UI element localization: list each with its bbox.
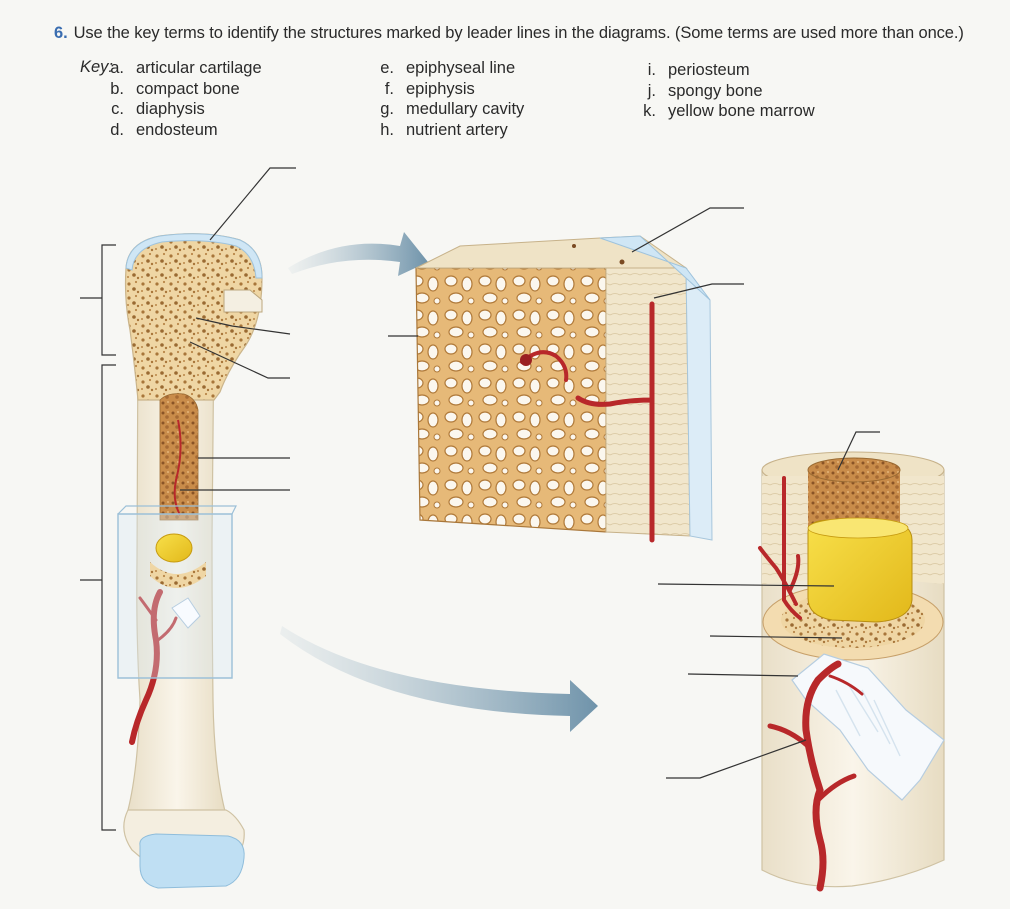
key-item: a. articular cartilage — [94, 58, 262, 79]
question-text: 6. Use the key terms to identify the stru… — [54, 22, 994, 44]
nutrient-artery-block — [575, 301, 655, 543]
key-item: h. nutrient artery — [364, 120, 524, 141]
left-leader-lines — [180, 167, 296, 491]
proximal-epiphysis — [124, 233, 263, 401]
yellow-bone-marrow — [807, 519, 913, 623]
key-letter: b. — [110, 79, 124, 98]
periosteum-fibers — [835, 683, 901, 757]
osteon-canal — [619, 259, 625, 265]
key-item: g. medullary cavity — [364, 99, 524, 120]
key-term: yellow bone marrow — [668, 102, 815, 120]
left-brackets — [80, 244, 116, 831]
key-label: Key: — [80, 58, 114, 76]
nutrient-artery-branch-left — [138, 596, 178, 642]
osteon-canal — [572, 244, 576, 248]
key-term: diaphysis — [136, 100, 205, 118]
artery-branch-up — [758, 546, 801, 606]
yellow-marrow-top — [807, 517, 909, 539]
question-body: Use the key terms to identify the struct… — [73, 24, 964, 42]
long-bone-illustration — [117, 233, 263, 889]
mini-yellow-marrow — [155, 533, 193, 563]
key-item: f. epiphysis — [364, 79, 524, 100]
spongy-bone-block — [415, 235, 713, 543]
key-term: compact bone — [136, 79, 240, 98]
key-term: spongy bone — [668, 81, 763, 100]
periosteum-peel — [791, 653, 945, 801]
block-top-cartilage — [599, 235, 711, 301]
leader-nutrient-artery — [666, 739, 807, 779]
mini-spongy-rim — [150, 562, 206, 588]
leader-articular-cartilage — [209, 167, 296, 241]
key-letter: i. — [647, 61, 656, 79]
key-column-1: a. articular cartilage b. compact bone c. d… — [94, 58, 262, 141]
nutrient-artery-left — [129, 589, 163, 745]
key-item: b. compact bone — [94, 79, 262, 100]
key-column-3: i. periosteum j. spongy bone k. yellow bone… — [626, 60, 815, 122]
key-column-2: e. epiphyseal line f. epiphysis g. medullar… — [364, 58, 524, 140]
articular-cartilage-cap — [125, 233, 263, 279]
key-term: epiphyseal line — [406, 59, 516, 77]
artery-knot — [520, 354, 532, 366]
key-letter: h. — [380, 120, 394, 139]
key-item: e. epiphyseal line — [364, 58, 524, 79]
key-term: endosteum — [136, 120, 218, 139]
leader-periosteum-right — [687, 673, 799, 677]
question-number: 6. — [54, 24, 68, 42]
mini-periosteum-tear — [171, 597, 201, 629]
key-term: medullary cavity — [406, 100, 525, 118]
leader-epiphyseal-line — [189, 341, 290, 379]
leader-periosteum-block — [631, 207, 744, 253]
head-notch — [223, 289, 263, 313]
distal-cartilage — [139, 833, 245, 889]
key-letter: e. — [380, 59, 394, 77]
upper-arrow — [288, 232, 428, 276]
key-term: nutrient artery — [406, 120, 508, 139]
key-item: c. diaphysis — [94, 99, 262, 120]
key-letter: g. — [380, 100, 394, 118]
section-box-top — [117, 505, 237, 515]
leader-spongy-right — [709, 635, 843, 639]
leader-yellow-marrow — [657, 583, 835, 587]
artery-in-trabecula — [520, 350, 569, 382]
medullary-cavity — [159, 393, 199, 521]
key-term: epiphysis — [406, 79, 475, 98]
key-letter: c. — [111, 100, 124, 118]
lower-arrow — [280, 626, 598, 732]
leader-spongy — [195, 317, 291, 335]
artery-branch-low — [767, 723, 857, 803]
top-medullary-cap — [807, 457, 901, 483]
leader-endosteum — [837, 431, 880, 471]
nutrient-artery-right — [802, 660, 842, 892]
section-box — [117, 513, 233, 679]
key-term: articular cartilage — [136, 59, 262, 77]
artery-in-shaft — [782, 476, 802, 620]
key-item: i. periosteum — [626, 60, 815, 81]
key-term: periosteum — [668, 61, 750, 79]
epiphysis-bracket — [101, 244, 116, 356]
key-item: j. spongy bone — [626, 81, 815, 102]
key-letter: a. — [110, 59, 124, 77]
key-item: k. yellow bone marrow — [626, 101, 815, 122]
key-letter: j. — [647, 81, 656, 100]
key-letter: d. — [110, 120, 124, 139]
middle-leader-lines — [388, 207, 744, 337]
sectioned-shaft — [758, 451, 945, 892]
key-letter: f. — [384, 79, 394, 98]
periosteum-layer — [685, 266, 713, 541]
artery-cut-branch — [828, 674, 864, 696]
leader-compact-block — [653, 283, 744, 299]
key-item: d. endosteum — [94, 120, 262, 141]
diaphysis-bracket — [101, 364, 116, 831]
right-leader-lines — [657, 431, 880, 779]
key-letter: k. — [643, 102, 656, 120]
